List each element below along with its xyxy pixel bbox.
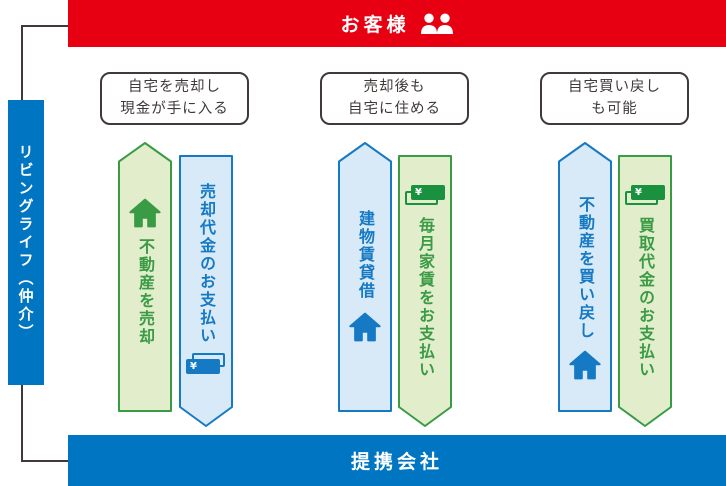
partner-company-label: 提携会社	[350, 451, 443, 473]
arrow-label: 不動産を売却	[136, 238, 155, 346]
intermediary-label: リビングライフ（仲介）	[16, 143, 35, 342]
arrow-label: 建物賃貸借	[356, 210, 375, 300]
arrow-purchase-payment: ¥ 買取代金のお支払い	[618, 155, 672, 427]
house-icon	[569, 350, 601, 380]
connector-bottom	[21, 460, 68, 462]
bubble-line: 自宅に住める	[348, 100, 441, 117]
arrow-sale-payment: 売却代金のお支払い ¥	[179, 155, 233, 427]
partner-company-banner: 提携会社	[68, 435, 726, 486]
yen-banknote-icon: ¥	[405, 185, 445, 207]
arrow-rent-payment: ¥ 毎月家賃をお支払い	[398, 155, 452, 427]
customer-label: お客様	[340, 14, 410, 36]
yen-banknote-icon: ¥	[186, 353, 226, 375]
bubble-buy-back: 自宅買い戻し も可能	[540, 72, 689, 125]
arrow-building-lease: 建物賃貸借	[338, 142, 392, 412]
bubble-line: 自宅を売却し	[128, 79, 221, 96]
bubble-line: 現金が手に入る	[120, 100, 229, 117]
arrow-label: 買取代金のお支払い	[636, 217, 655, 379]
customer-banner: お客様	[68, 0, 726, 47]
arrow-buy-back: 不動産を買い戻し	[558, 142, 612, 412]
arrow-label: 売却代金のお支払い	[197, 183, 216, 345]
house-icon	[129, 198, 161, 228]
connector-top	[21, 25, 68, 27]
people-icon	[420, 13, 454, 35]
arrow-label: 毎月家賃をお支払い	[416, 217, 435, 379]
bubble-line: 売却後も	[363, 79, 426, 96]
intermediary-banner: リビングライフ（仲介）	[8, 100, 44, 385]
bubble-line: 自宅買い戻し	[568, 79, 661, 96]
bubble-sell-home: 自宅を売却し 現金が手に入る	[100, 72, 249, 125]
arrow-sell-property: 不動産を売却	[118, 142, 172, 412]
arrow-label: 不動産を買い戻し	[576, 196, 595, 340]
yen-banknote-icon: ¥	[625, 185, 665, 207]
bubble-keep-living: 売却後も 自宅に住める	[320, 72, 469, 125]
bubble-line: も可能	[591, 100, 638, 117]
house-icon	[349, 312, 381, 342]
